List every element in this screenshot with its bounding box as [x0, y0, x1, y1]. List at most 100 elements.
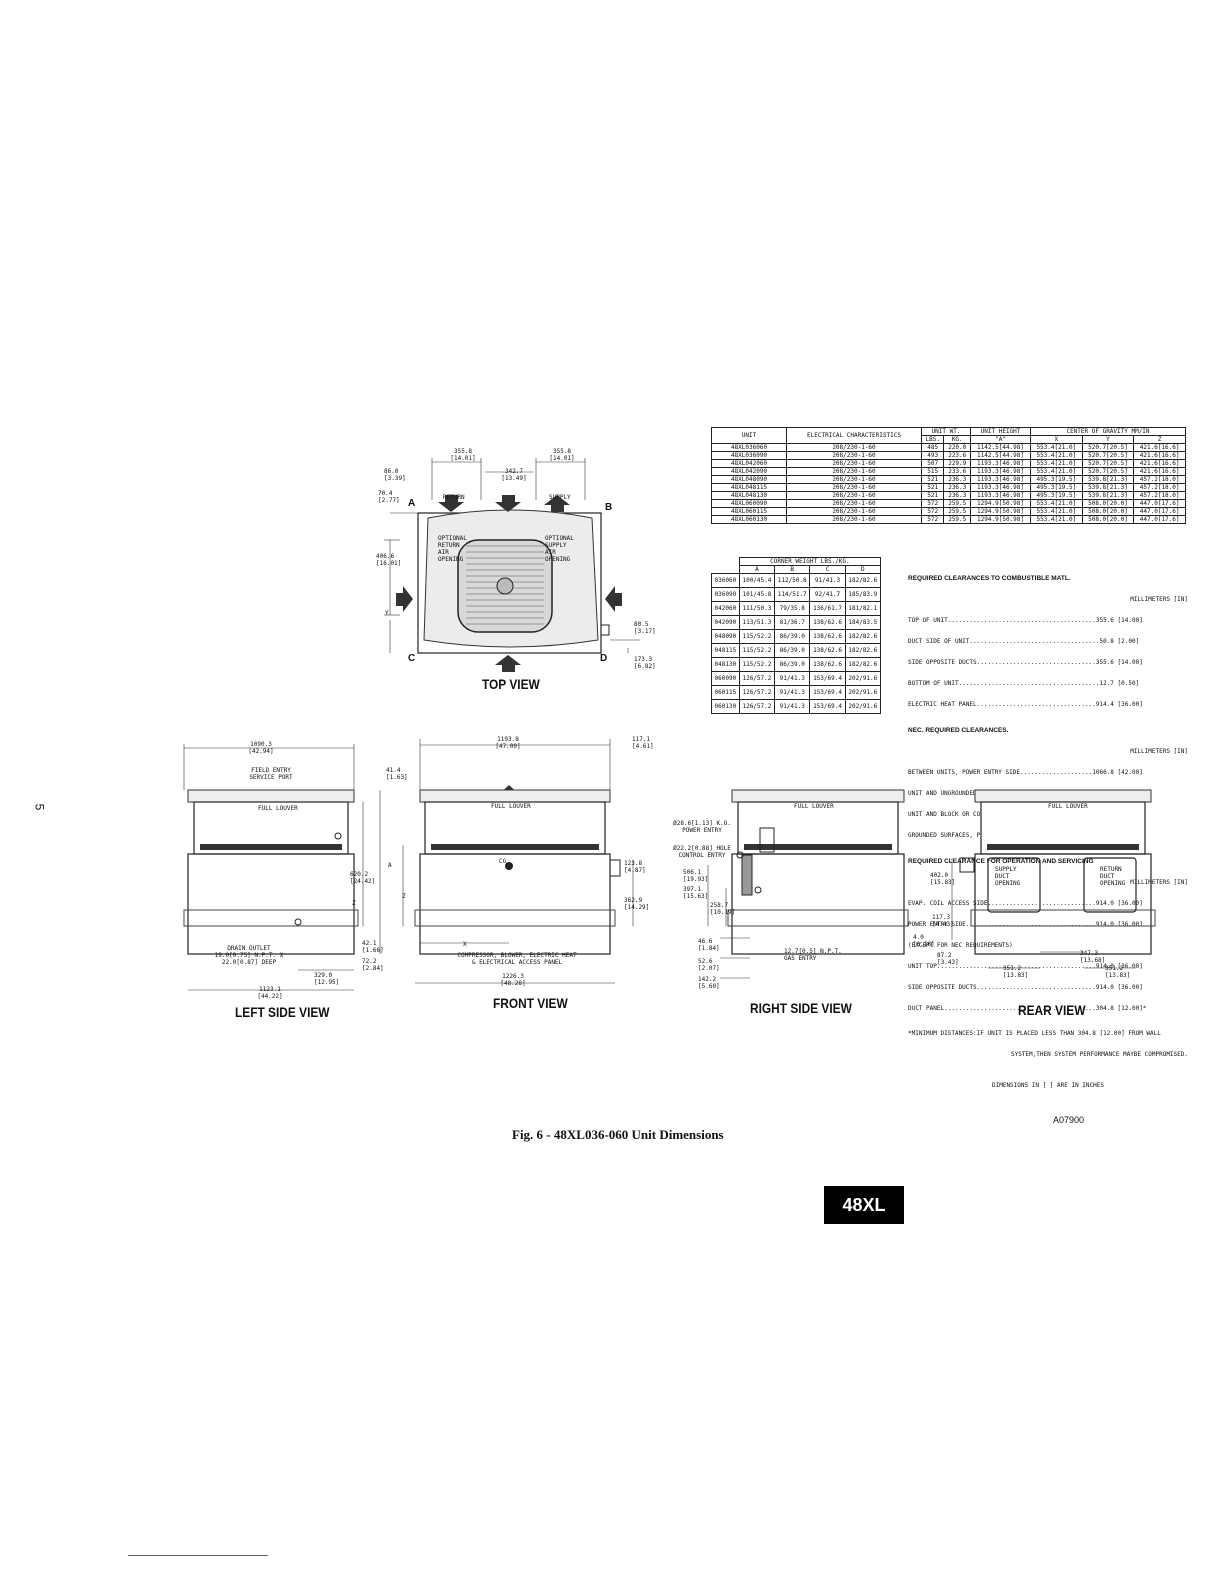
table-cell: 233.6 — [943, 467, 972, 476]
table-cell: 208/230-1-60 — [786, 459, 922, 468]
table-cell: 1193.3[46.98] — [970, 475, 1032, 484]
front-z-label: Z — [402, 893, 406, 900]
table-cell: 181/82.1 — [844, 601, 882, 616]
front-width-dim: 1193.8 [47.00] — [495, 736, 521, 750]
right-dim-46: 46.6 [1.84] — [698, 938, 720, 952]
table-cell: 493 — [920, 451, 945, 460]
table-cell: 229.9 — [943, 459, 972, 468]
table-cell: 236.3 — [943, 483, 972, 492]
combustible-line: DUCT SIDE OF UNIT.......................… — [908, 638, 1140, 645]
left-louver-label: FULL LOUVER — [258, 805, 298, 812]
table-cell: 182/82.6 — [844, 657, 882, 672]
table-cell: 553.4[21.0] — [1030, 443, 1083, 452]
service-line: DUCT PANEL..............................… — [908, 1005, 1147, 1012]
table-cell: 572 — [920, 507, 945, 516]
front-cg-label: CG — [499, 858, 507, 865]
table-cell: 115/52.2 — [738, 657, 776, 672]
return-duct-opening — [1083, 857, 1137, 913]
table-cell: 202/91.6 — [844, 685, 882, 700]
right-body — [731, 853, 905, 955]
table-cell: 113/51.3 — [738, 615, 776, 630]
unit-data-table: UNIT ELECTRICAL CHARACTERISTICS UNIT WT.… — [711, 427, 1186, 524]
table-cell: 421.6[16.6] — [1133, 467, 1186, 476]
table-cell: 182/82.6 — [844, 573, 882, 588]
table-cell: 91/41.3 — [774, 685, 811, 700]
left-dim-329: 329.0 [12.95] — [314, 972, 340, 986]
table-cell: 485 — [920, 443, 945, 452]
table-cell: 208/230-1-60 — [786, 475, 922, 484]
table-cell: 1294.9[50.98] — [970, 499, 1032, 508]
corner-d-label: D — [600, 653, 608, 664]
table-cell: 521 — [920, 491, 945, 500]
page-number: 5 — [32, 803, 47, 811]
front-dim-41: 41.4 [1.63] — [386, 767, 408, 781]
table-cell: 86/39.0 — [774, 657, 811, 672]
corner-c-label: C — [408, 653, 416, 664]
table-cell: 91/41.3 — [809, 573, 846, 588]
table-cell: 86/39.0 — [774, 643, 811, 658]
table-cell: 508.0[20.0] — [1081, 515, 1135, 524]
figure-caption: Fig. 6 - 48XL036-060 Unit Dimensions — [512, 1127, 724, 1142]
table-cell: 259.5 — [943, 507, 972, 516]
col-cog: CENTER OF GRAVITY MM/IN — [1030, 427, 1186, 436]
note-line: *MINIMUM DISTANCES:IF UNIT IS PLACED LES… — [908, 1030, 1161, 1037]
top-view-drawing — [384, 458, 640, 672]
table-cell: 521 — [920, 475, 945, 484]
col-unit-height: UNIT HEIGHT — [970, 427, 1032, 436]
table-cell: 042090 — [711, 615, 740, 630]
table-cell: 1142.5[44.98] — [970, 443, 1032, 452]
rear-supply-label: SUPPLY DUCT OPENING — [995, 866, 1021, 887]
front-dim-117: 117.1 [4.61] — [632, 736, 654, 750]
top-dim-y: Y — [385, 610, 389, 617]
table-cell: 421.6[16.6] — [1133, 443, 1186, 452]
table-cell: 421.6[16.6] — [1133, 459, 1186, 468]
table-cell: 126/57.2 — [738, 671, 776, 686]
table-cell: 447.0[17.6] — [1133, 515, 1186, 524]
col-lbs: LBS. — [920, 435, 945, 444]
table-cell: 1142.5[44.98] — [970, 451, 1032, 460]
col-x: X — [1030, 435, 1083, 444]
col-height-a: "A" — [970, 435, 1032, 444]
table-cell: 138/62.6 — [809, 615, 846, 630]
table-cell: 202/91.6 — [844, 699, 882, 714]
col-kg: KG. — [943, 435, 972, 444]
table-cell: 138/62.6 — [809, 643, 846, 658]
table-cell: 48XL042090 — [711, 467, 787, 476]
table-cell: 100/45.4 — [738, 573, 776, 588]
table-cell: 185/83.9 — [844, 587, 882, 602]
top-dim-center: 342.7 [13.49] — [501, 468, 527, 482]
table-cell: 91/41.3 — [774, 699, 811, 714]
right-view-title: RIGHT SIDE VIEW — [750, 1000, 852, 1016]
table-cell: 457.2[18.0] — [1133, 475, 1186, 484]
corner-a-label: A — [408, 498, 416, 509]
right-dim-142: 142.2 [5.60] — [698, 976, 720, 990]
table-cell: 539.8[21.3] — [1081, 475, 1135, 484]
rear-return-label: RETURN DUCT OPENING — [1100, 866, 1126, 887]
top-opt-return-label: OPTIONAL RETURN AIR OPENING — [438, 535, 467, 563]
table-cell: 572 — [920, 499, 945, 508]
front-view-drawing — [379, 739, 634, 984]
corner-b-label: B — [605, 502, 613, 513]
table-cell: 92/41.7 — [809, 587, 846, 602]
right-dim-52: 52.6 [2.07] — [698, 958, 720, 972]
top-dim-173: 173.3 [6.82] — [634, 656, 656, 670]
table-cell: 508.0[20.0] — [1081, 507, 1135, 516]
left-unit-top — [187, 789, 355, 803]
service-line: UNIT TOP................................… — [908, 963, 1143, 970]
table-cell: 507 — [920, 459, 945, 468]
table-cell: 1294.9[50.98] — [970, 507, 1032, 516]
model-badge: 48XL — [824, 1186, 904, 1224]
table-cell: 208/230-1-60 — [786, 515, 922, 524]
